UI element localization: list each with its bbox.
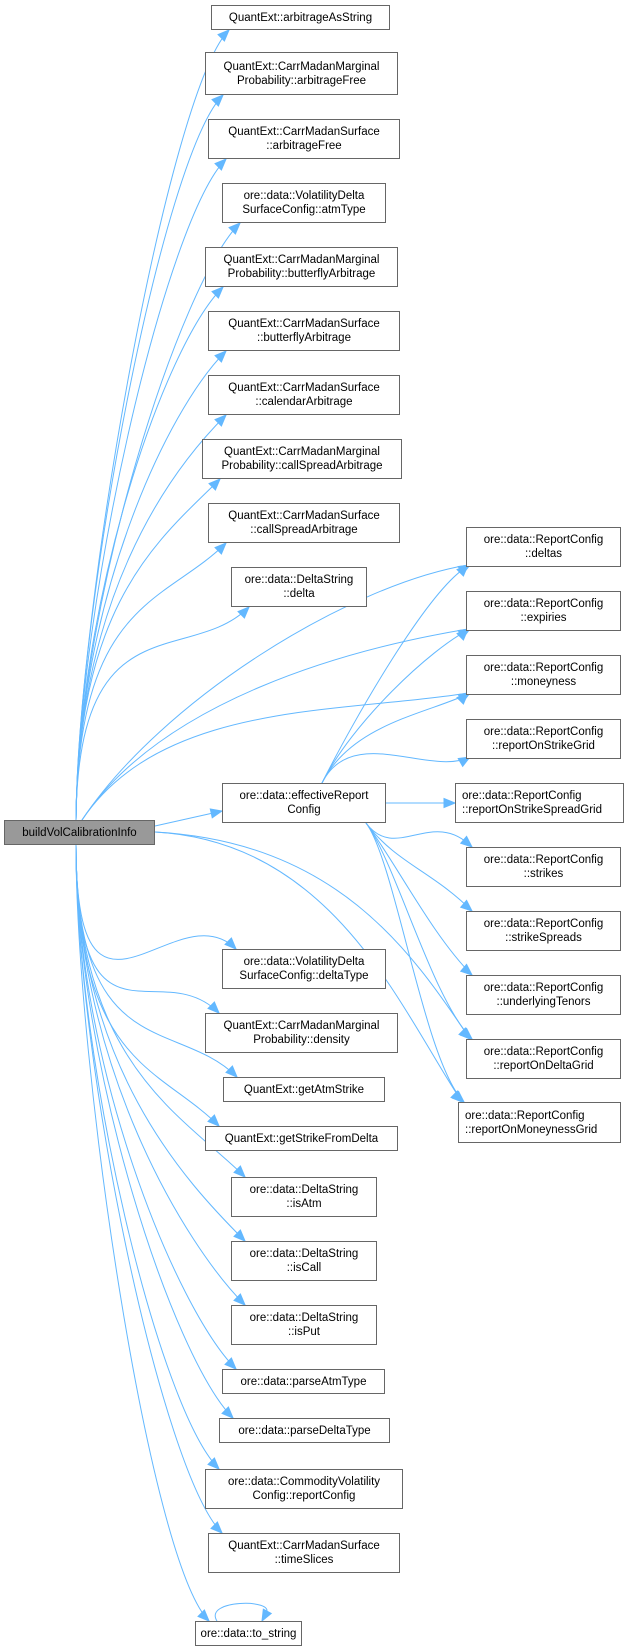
edge-arrowhead [451,1090,466,1103]
edge-root-to-n8 [75,478,221,821]
node-effectiveReportConfig[interactable]: ore::data::effectiveReport Config [222,783,386,823]
edge-n11-to-r2 [321,628,471,784]
edge-arrowhead [197,1609,210,1622]
edge-arrowhead [221,1406,234,1419]
edge-root-to-n12 [75,844,237,960]
edge-root-to-r3 [81,692,469,821]
edge-root-to-n22 [75,844,223,1534]
node-reportOnStrikeSpreadGrid[interactable]: ore::data::ReportConfig ::reportOnStrike… [455,783,624,823]
node-delta[interactable]: ore::data::DeltaString ::delta [231,567,367,607]
node-surface-arbitrageFree[interactable]: QuantExt::CarrMadanSurface ::arbitrageFr… [208,119,400,159]
edge-n23-to-n23 [214,1602,268,1622]
edge-arrowhead [209,808,224,819]
edge-root-to-n20 [75,844,234,1419]
edge-arrowhead [214,158,227,171]
node-deltas[interactable]: ore::data::ReportConfig ::deltas [466,527,621,567]
node-density[interactable]: QuantExt::CarrMadanMarginal Probability:… [205,1013,398,1053]
edge-n11-to-r9 [365,822,473,1040]
node-reportConfig[interactable]: ore::data::CommodityVolatility Config::r… [205,1469,403,1509]
edge-arrowhead [211,286,224,299]
edge-arrowhead [233,1165,246,1178]
edge-arrowhead [211,94,224,107]
node-timeSlices[interactable]: QuantExt::CarrMadanSurface ::timeSlices [208,1533,400,1573]
edge-n11-to-r3 [321,692,471,784]
edge-root-to-n3 [75,158,227,821]
edge-n11-to-r4 [321,753,471,784]
node-getStrikeFromDelta[interactable]: QuantExt::getStrikeFromDelta [205,1126,398,1151]
edge-root-to-n9 [75,542,227,821]
edge-arrowhead [207,1114,220,1127]
edge-arrowhead [207,1001,220,1014]
edge-root-to-r9 [154,831,471,1040]
edge-arrowhead [457,628,472,640]
node-parseAtmType[interactable]: ore::data::parseAtmType [222,1369,385,1394]
edge-n11-to-r10 [365,822,465,1103]
edge-arrowhead [224,1357,237,1370]
edge-root-to-n2 [75,94,224,821]
edge-arrowhead [459,963,474,976]
edge-n11-to-r8 [365,822,473,976]
node-surface-calendarArbitrage[interactable]: QuantExt::CarrMadanSurface ::calendarArb… [208,375,400,415]
edge-arrowhead [233,1229,246,1242]
node-isCall[interactable]: ore::data::DeltaString ::isCall [231,1241,377,1281]
edge-root-to-n1 [75,29,230,821]
edge-arrowhead [459,835,474,848]
node-surface-callSpreadArbitrage[interactable]: QuantExt::CarrMadanSurface ::callSpreadA… [208,503,400,543]
edge-arrowhead [459,899,474,912]
edge-root-to-n16 [75,844,246,1178]
edge-arrowhead [224,937,237,950]
edge-arrowhead [217,29,230,42]
node-buildVolCalibrationInfo[interactable]: buildVolCalibrationInfo [4,820,155,845]
edge-root-to-n13 [75,844,220,1014]
edge-root-to-n17 [75,844,246,1242]
node-isPut[interactable]: ore::data::DeltaString ::isPut [231,1305,377,1345]
node-reportOnDeltaGrid[interactable]: ore::data::ReportConfig ::reportOnDeltaG… [466,1039,621,1079]
node-getAtmStrike[interactable]: QuantExt::getAtmStrike [223,1077,385,1102]
edge-n11-to-r7 [365,822,473,912]
node-arbitrageAsString[interactable]: QuantExt::arbitrageAsString [211,5,390,30]
node-reportOnStrikeGrid[interactable]: ore::data::ReportConfig ::reportOnStrike… [466,719,621,759]
edge-n11-to-r6 [365,822,473,848]
edge-arrowhead [459,1027,474,1040]
node-atmType[interactable]: ore::data::VolatilityDelta SurfaceConfig… [222,183,386,223]
edge-arrowhead [210,1521,223,1534]
edge-arrowhead [457,756,472,768]
node-deltaType[interactable]: ore::data::VolatilityDelta SurfaceConfig… [222,949,386,989]
node-surface-butterflyArbitrage[interactable]: QuantExt::CarrMadanSurface ::butterflyAr… [208,311,400,351]
edge-arrowhead [237,606,250,619]
edge-root-to-r1 [81,564,469,821]
node-strikeSpreads[interactable]: ore::data::ReportConfig ::strikeSpreads [466,911,621,951]
node-marginal-butterflyArbitrage[interactable]: QuantExt::CarrMadanMarginal Probability:… [205,247,398,287]
edge-n11-to-r1 [321,564,471,784]
edge-arrowhead [457,564,472,576]
edge-arrowhead [233,1293,246,1306]
edge-arrowhead [214,542,227,555]
edge-root-to-n19 [75,844,237,1370]
edge-arrowhead [207,1457,220,1470]
edge-arrowhead [228,222,241,235]
node-moneyness[interactable]: ore::data::ReportConfig ::moneyness [466,655,621,695]
edge-root-to-r10 [154,831,463,1103]
node-to_string[interactable]: ore::data::to_string [195,1621,302,1646]
node-strikes[interactable]: ore::data::ReportConfig ::strikes [466,847,621,887]
edge-arrowhead [214,350,227,363]
edge-arrowhead [225,1065,238,1078]
edge-root-to-r2 [81,628,469,821]
edge-root-to-n23 [75,844,210,1622]
node-underlyingTenors[interactable]: ore::data::ReportConfig ::underlyingTeno… [466,975,621,1015]
edge-arrowhead [208,478,221,491]
node-marginal-arbitrageFree[interactable]: QuantExt::CarrMadanMarginal Probability:… [205,52,398,95]
node-reportOnMoneynessGrid[interactable]: ore::data::ReportConfig ::reportOnMoneyn… [458,1102,621,1143]
edge-arrowhead [457,692,472,704]
node-marginal-callSpreadArbitrage[interactable]: QuantExt::CarrMadanMarginal Probability:… [202,439,402,479]
edge-arrowhead [261,1608,273,1623]
node-expiries[interactable]: ore::data::ReportConfig ::expiries [466,591,621,631]
edge-arrowhead [443,797,457,809]
node-parseDeltaType[interactable]: ore::data::parseDeltaType [219,1418,390,1443]
edge-root-to-n18 [75,844,246,1306]
node-isAtm[interactable]: ore::data::DeltaString ::isAtm [231,1177,377,1217]
edge-root-to-n10 [75,606,250,821]
edge-arrowhead [214,414,227,427]
